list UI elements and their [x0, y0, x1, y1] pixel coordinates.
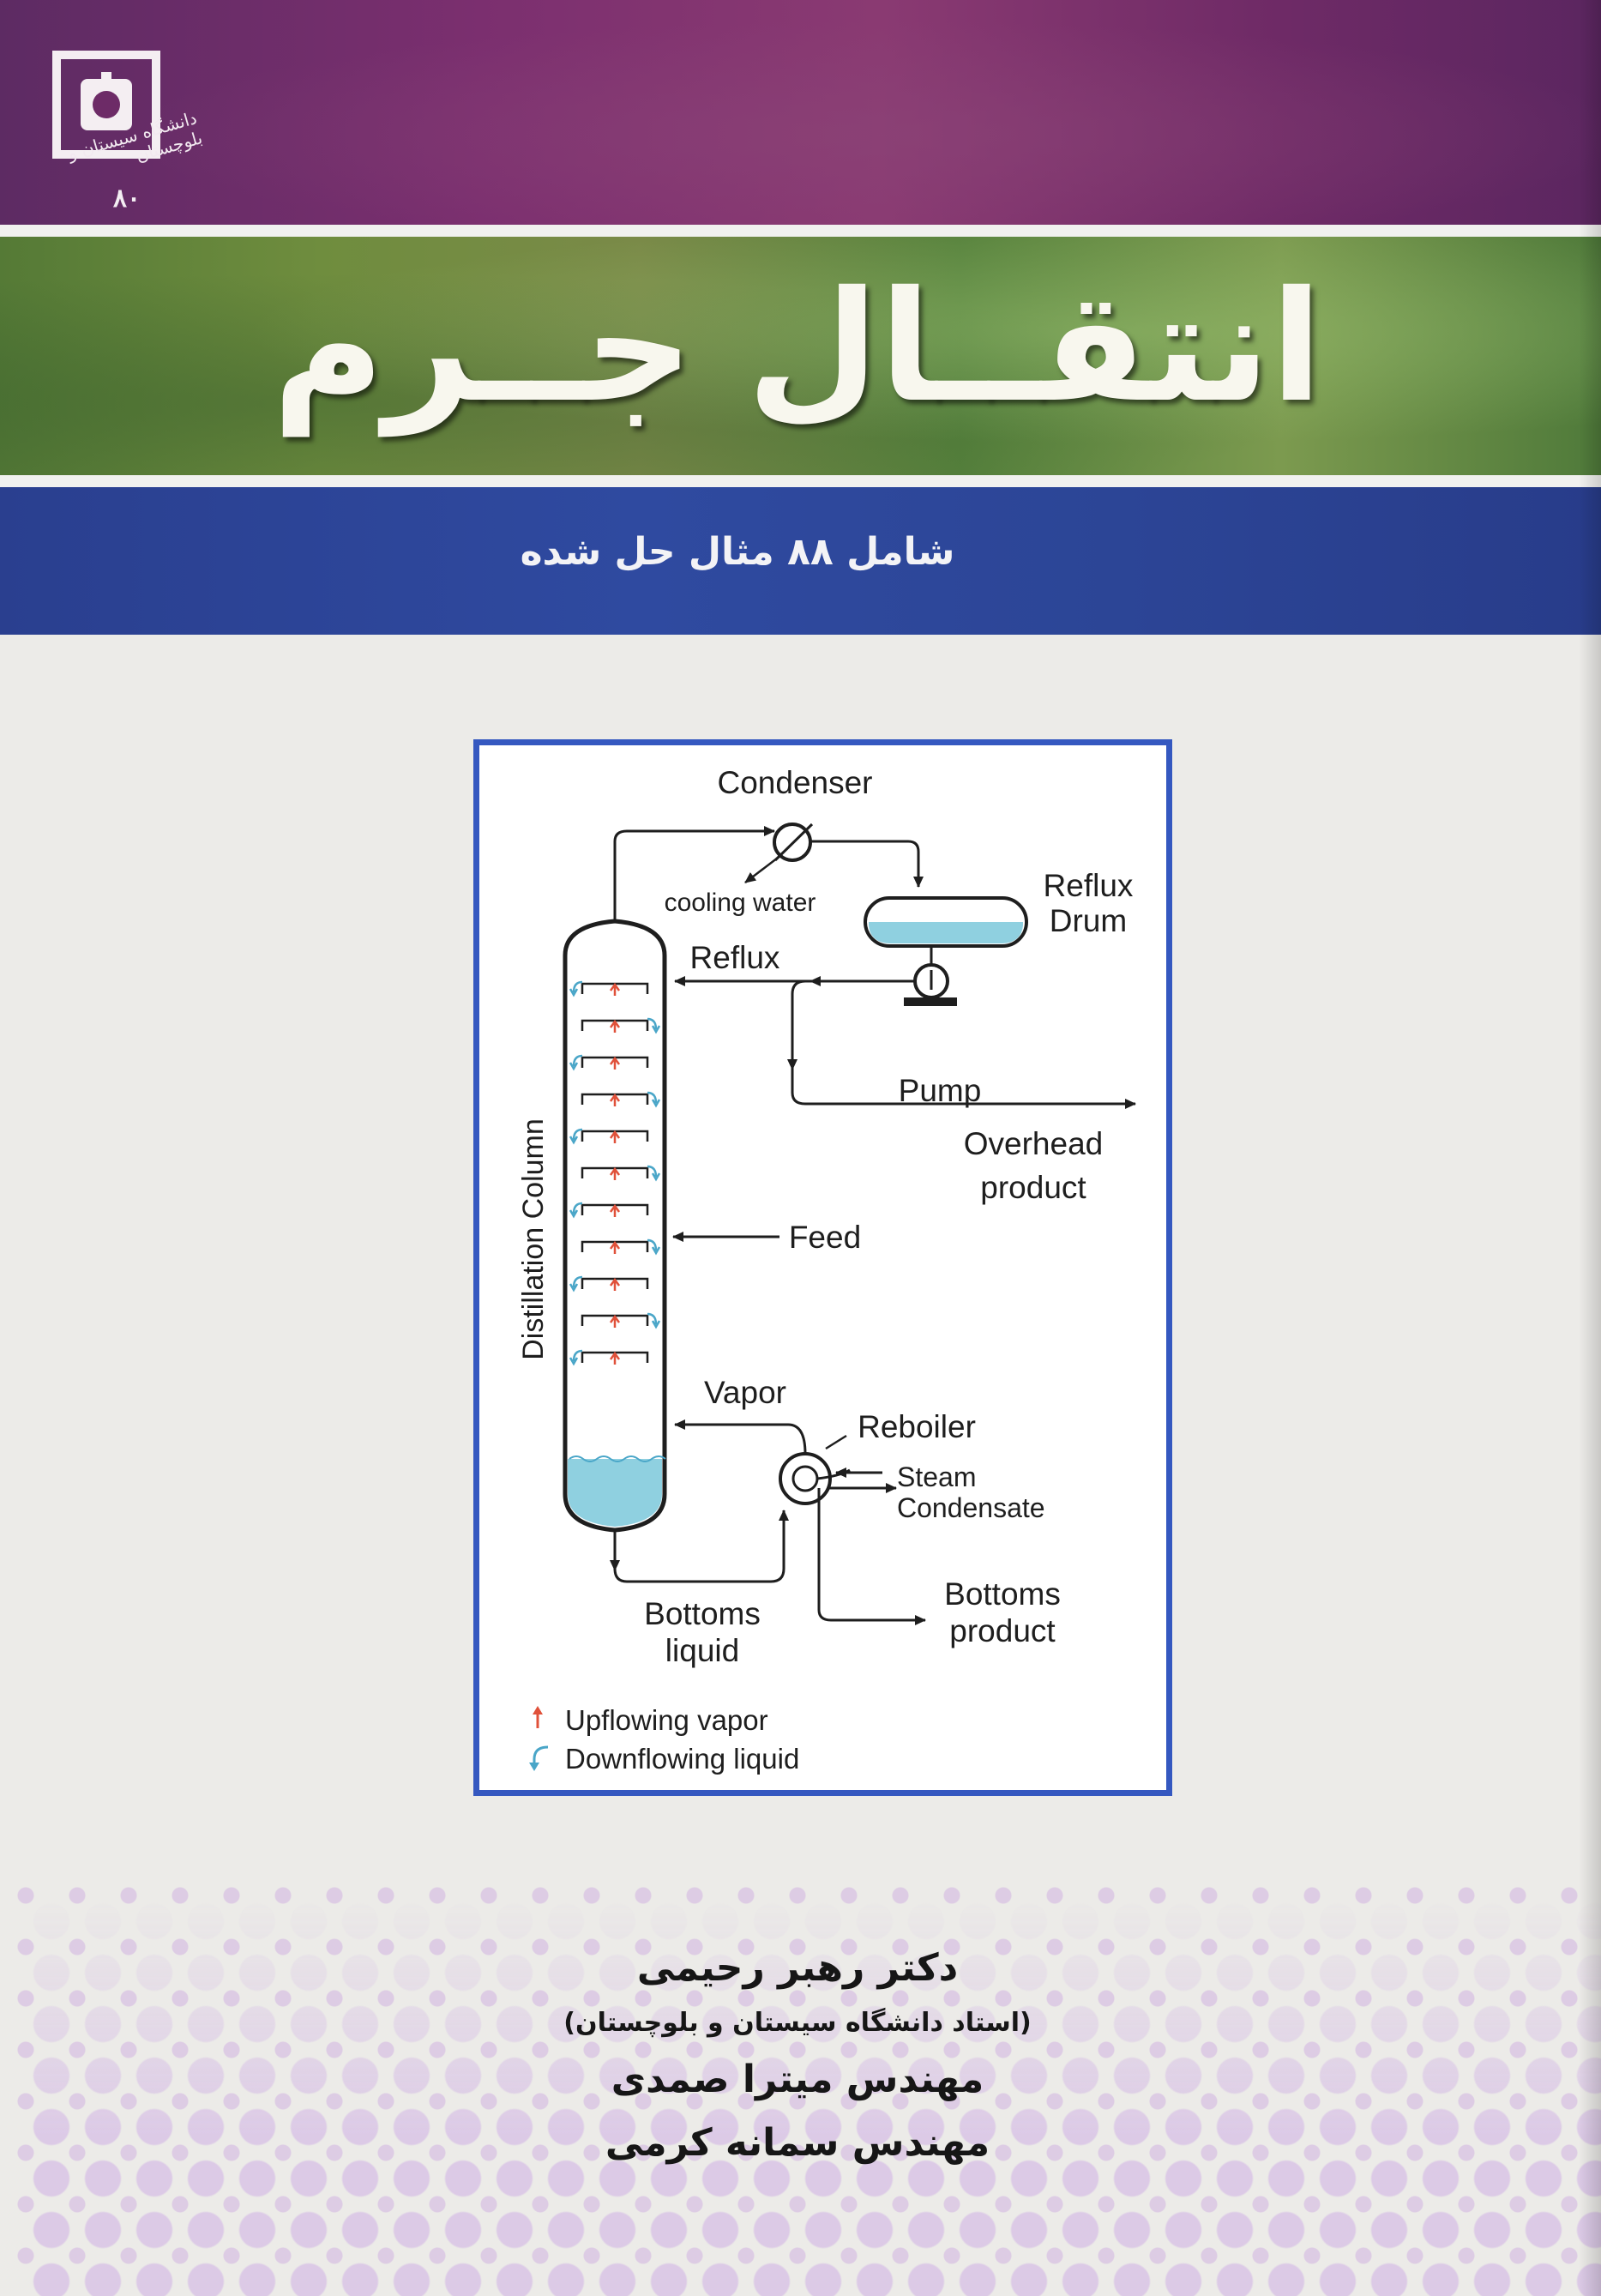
label-reflux: Reflux — [690, 940, 780, 975]
liquid-flow-icon — [647, 1238, 661, 1256]
pump — [904, 963, 957, 1006]
label-cooling-water: cooling water — [665, 889, 816, 917]
liquid-flow-icon — [569, 1275, 583, 1293]
series-number: ۸۰ — [112, 184, 141, 214]
reboiler — [779, 1452, 851, 1505]
liquid-flow-icon — [647, 1091, 661, 1108]
legend-upflowing-vapor: Upflowing vapor — [565, 1704, 768, 1736]
vapor-flow-icon — [609, 1351, 621, 1365]
label-overhead-product: product — [980, 1170, 1086, 1205]
divider-line — [0, 475, 1601, 487]
label-distillation-column: Distillation Column — [517, 1118, 550, 1360]
liquid-flow-icon — [569, 1054, 583, 1071]
author-third: مهندس سمانه کرمی — [605, 2121, 990, 2165]
label-condensate: Condensate — [897, 1492, 1045, 1523]
title-green-band — [0, 237, 1601, 475]
subtitle-blue-band — [0, 487, 1601, 635]
author-affiliation: (استاد دانشگاه سیستان و بلوچستان) — [563, 2008, 1032, 2038]
label-reflux-drum: Drum — [1050, 903, 1127, 938]
label-vapor: Vapor — [704, 1375, 786, 1410]
liquid-flow-icon — [647, 1165, 661, 1182]
label-feed: Feed — [789, 1220, 861, 1255]
vapor-flow-icon — [609, 1166, 621, 1180]
vapor-flow-icon — [609, 1314, 621, 1328]
vapor-flow-icon — [609, 1056, 621, 1070]
vapor-flow-icon — [609, 1203, 621, 1217]
liquid-flow-icon — [569, 1202, 583, 1219]
university-emblem-icon — [50, 48, 163, 161]
top-purple-band — [0, 0, 1601, 225]
vapor-flow-icon — [609, 1093, 621, 1106]
label-bottoms-product: Bottoms — [944, 1576, 1061, 1612]
author-main: دکتر رهبر رحیمی — [636, 1946, 959, 1990]
liquid-flow-icon — [647, 1017, 661, 1034]
author-block: دکتر رهبر رحیمی (استاد دانشگاه سیستان و … — [480, 1938, 1115, 2175]
divider-line — [0, 225, 1601, 237]
label-pump: Pump — [899, 1073, 982, 1108]
label-overhead-product: Overhead — [964, 1126, 1104, 1161]
legend-downflowing-liquid: Downflowing liquid — [565, 1743, 799, 1775]
author-second: مهندس میترا صمدی — [611, 2058, 984, 2101]
label-reflux-drum: Reflux — [1044, 868, 1134, 903]
label-bottoms-liquid: liquid — [665, 1633, 739, 1668]
distillation-column — [563, 919, 667, 1533]
label-reboiler: Reboiler — [858, 1409, 976, 1444]
dot-pattern — [26, 1895, 1601, 2296]
label-condenser: Condenser — [717, 765, 872, 800]
label-bottoms-liquid: Bottoms — [644, 1596, 761, 1631]
vapor-flow-icon — [609, 982, 621, 996]
distillation-diagram: Condenser cooling water Reflux Drum Refl… — [473, 739, 1172, 1796]
liquid-flow-icon — [569, 1128, 583, 1145]
book-subtitle: شامل ۸۸ مثال حل شده — [520, 530, 955, 574]
label-steam: Steam — [897, 1461, 976, 1492]
page-edge — [1579, 0, 1601, 2296]
diagram-legend: Upflowing vapor Downflowing liquid — [529, 1704, 799, 1775]
vapor-flow-icon — [609, 1240, 621, 1254]
book-title: انتقــال جــرم — [272, 258, 1323, 436]
label-bottoms-product: product — [949, 1613, 1056, 1648]
liquid-flow-icon — [647, 1312, 661, 1329]
vapor-flow-icon — [609, 1277, 621, 1291]
liquid-flow-icon — [569, 980, 583, 997]
vapor-flow-icon — [609, 1130, 621, 1143]
vapor-flow-icon — [609, 1019, 621, 1033]
liquid-flow-icon — [569, 1349, 583, 1366]
column-trays — [569, 980, 661, 1366]
reflux-drum — [864, 896, 1028, 948]
